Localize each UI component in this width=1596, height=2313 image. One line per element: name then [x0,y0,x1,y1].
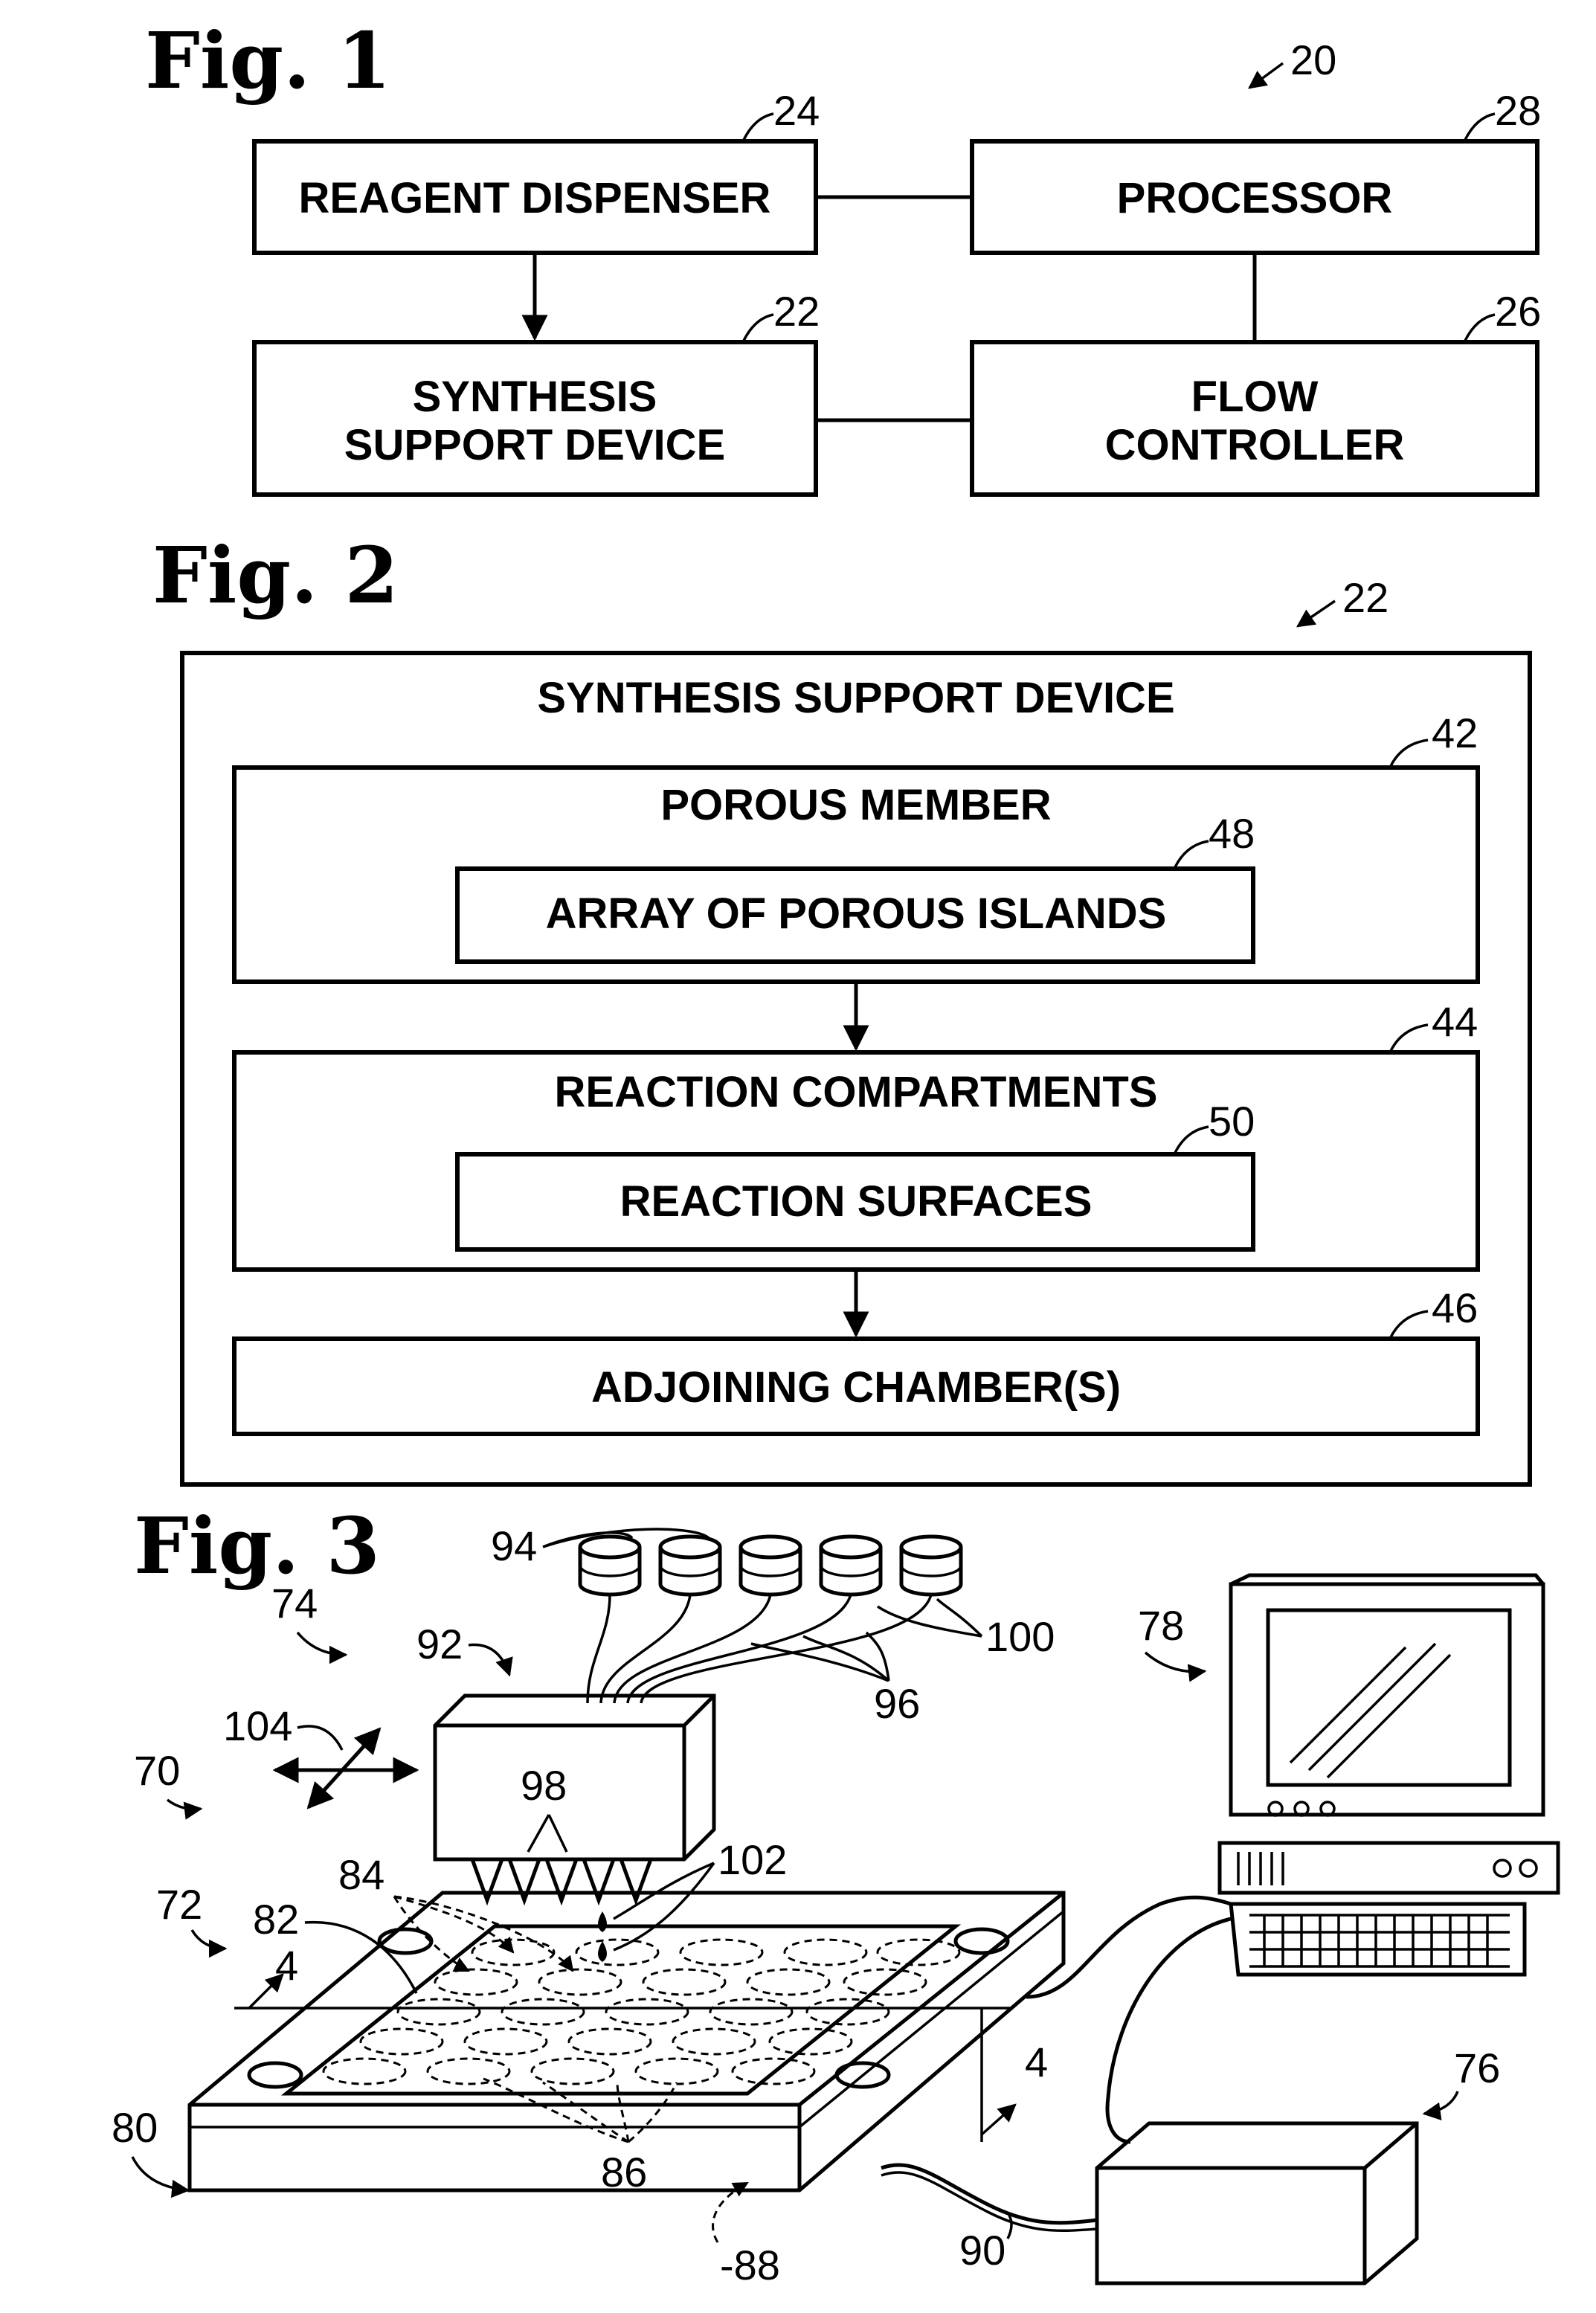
fig3-title: Fig. 3 [134,1500,380,1592]
reagent-dispenser-label: REAGENT DISPENSER [299,174,771,222]
porous-member-ref: 42 [1432,710,1478,756]
porous-member-label: POROUS MEMBER [660,781,1051,829]
ref-72: 72 [156,1881,202,1928]
keyboard-keys [1249,1915,1510,1966]
reagent-dispenser-box: REAGENT DISPENSER 24 [254,87,820,253]
synthesis-support-box: SYNTHESIS SUPPORT DEVICE 22 [254,288,820,495]
adjoining-chambers-label: ADJOINING CHAMBER(S) [591,1363,1121,1412]
ref-4-bottom: 4 [1025,2039,1048,2085]
ref-100: 100 [985,1613,1055,1660]
ref-84: 84 [338,1851,384,1898]
ref-80: 80 [112,2104,158,2151]
reagent-reservoirs [580,1537,961,1595]
fig2-device-ref-arrow [1298,601,1335,626]
computer [1220,1575,1558,1975]
ref-70: 70 [134,1747,180,1794]
processor-ref: 28 [1495,87,1541,134]
ref-82: 82 [253,1896,299,1943]
ref-94: 94 [491,1522,537,1569]
ref-88: -88 [720,2242,780,2288]
motion-arrows [275,1729,416,1807]
processor-label: PROCESSOR [1117,174,1393,222]
plate-computer-cable [1026,1897,1231,1997]
reaction-surfaces-label: REACTION SURFACES [620,1177,1093,1226]
ref-78: 78 [1138,1602,1184,1649]
flow-controller-label-2: CONTROLLER [1105,421,1405,469]
ref-90: 90 [959,2227,1005,2274]
synthesis-support-ref: 22 [773,288,820,335]
fig2-device-label: SYNTHESIS SUPPORT DEVICE [537,674,1174,722]
ref-98: 98 [521,1762,567,1809]
ref-102: 102 [718,1836,787,1883]
ref-86: 86 [601,2149,647,2195]
flow-controller-label-1: FLOW [1191,373,1319,421]
ref-4-top: 4 [275,1942,298,1989]
flow-controller-ref: 26 [1495,288,1541,335]
synthesis-support-label-1: SYNTHESIS [413,373,657,421]
figure-3: Fig. 3 [112,1500,1558,2288]
flow-controller-unit [1097,2123,1417,2283]
fig2-title: Fig. 2 [152,530,399,621]
reaction-compartments-ref: 44 [1432,998,1478,1045]
fig1-ref-system: 20 [1290,36,1336,83]
ref-92: 92 [416,1621,463,1667]
flow-controller-box: FLOW CONTROLLER 26 [972,288,1541,495]
figure-1: Fig. 1 20 REAGENT DISPENSER 24 PROCESSOR… [145,15,1541,495]
reaction-surfaces-ref: 50 [1209,1098,1255,1145]
fig1-title: Fig. 1 [145,15,391,106]
ref-104: 104 [223,1702,292,1749]
figure-2: Fig. 2 22 SYNTHESIS SUPPORT DEVICE POROU… [152,530,1530,1484]
ref-74: 74 [271,1580,318,1627]
dispenser-head [435,1696,714,1962]
computer-flow-cable [1107,1919,1231,2142]
fig2-device-ref: 22 [1342,574,1389,621]
reagent-dispenser-ref: 24 [773,87,820,134]
ref-76: 76 [1454,2045,1500,2091]
adjoining-chambers-ref: 46 [1432,1284,1478,1331]
ref-96: 96 [874,1680,920,1727]
reaction-compartments-label: REACTION COMPARTMENTS [555,1068,1158,1116]
synthesis-support-label-2: SUPPORT DEVICE [344,421,725,469]
fig1-ref-system-arrow [1249,63,1283,88]
processor-box: PROCESSOR 28 [972,87,1541,253]
porous-islands-ref: 48 [1209,810,1255,857]
porous-islands-label: ARRAY OF POROUS ISLANDS [546,890,1167,938]
